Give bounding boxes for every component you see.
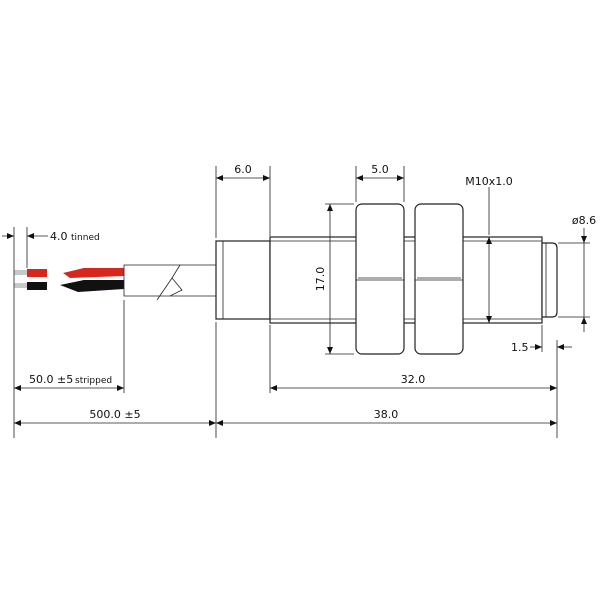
sensor-body <box>215 203 558 355</box>
red-wire-fan <box>63 268 124 278</box>
sensor-tip <box>541 242 558 318</box>
thread-length-label: 32.0 <box>401 373 426 386</box>
collar-length-label: 6.0 <box>234 163 252 176</box>
tip-diameter-label: ø8.6 <box>572 214 596 227</box>
wire-leads <box>14 268 124 292</box>
rear-collar <box>215 240 271 320</box>
tinned-length-label: 4.0 <box>50 230 68 243</box>
tip-length-label: 1.5 <box>511 341 529 354</box>
tinned-suffix-label: tinned <box>71 233 100 243</box>
stripped-suffix-label: stripped <box>75 376 112 386</box>
body-length-label: 38.0 <box>374 408 399 421</box>
hex-nut-1 <box>355 203 405 355</box>
stripped-length-label: 50.0 ±5 <box>29 373 73 386</box>
nut-width-label: 5.0 <box>371 163 389 176</box>
dimension-labels: 4.0 tinned 6.0 5.0 M10x1.0 ø8.6 17.0 1.5… <box>29 163 596 421</box>
black-wire-lead <box>27 282 47 290</box>
black-wire-fan <box>60 280 124 292</box>
threaded-barrel <box>269 236 543 324</box>
dimension-arrowheads <box>7 175 587 426</box>
hex-nut-2 <box>414 203 464 355</box>
nut-height-label: 17.0 <box>314 267 327 292</box>
cable-jacket <box>123 264 216 301</box>
thread-spec-label: M10x1.0 <box>465 175 513 188</box>
red-wire-tinned-tip <box>14 270 27 275</box>
cable-length-label: 500.0 ±5 <box>89 408 140 421</box>
red-wire-lead <box>27 269 47 277</box>
black-wire-tinned-tip <box>14 283 27 288</box>
